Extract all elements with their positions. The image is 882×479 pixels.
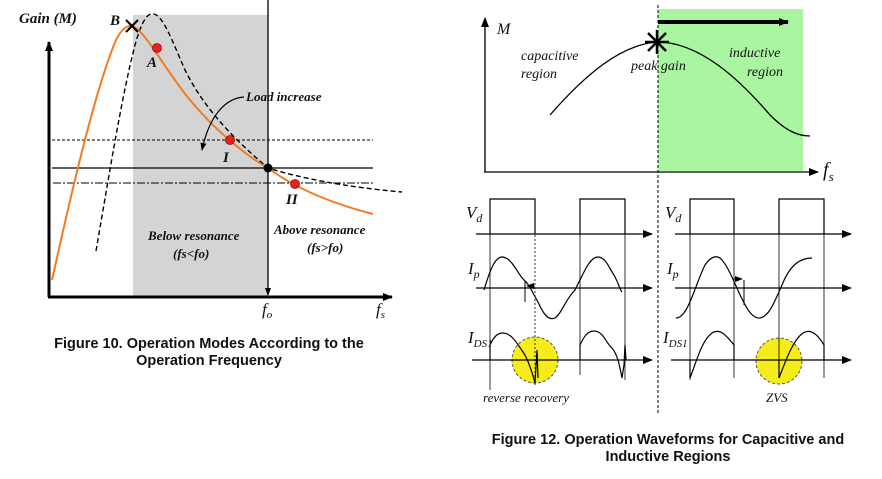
vd-waveform-left (489, 198, 626, 234)
capacitive-waveforms: Vd Ip IDS1 reverse recovery (466, 198, 653, 405)
below-resonance-shade (133, 15, 268, 297)
inductive-region-shade (658, 9, 803, 171)
figure-12-gain-plot: M fs capacitive region peak gain inducti… (481, 5, 834, 415)
capacitive-region-label-1: capacitive (521, 49, 579, 64)
gain-curve-light-load (95, 13, 403, 252)
load-increase-arrow (200, 96, 245, 151)
point-A-marker (152, 43, 162, 53)
figure-10-caption-line1: Figure 10. Operation Modes According to … (54, 336, 364, 352)
fs-axis-label-2: fs (823, 159, 834, 184)
above-resonance-label: Above resonance (273, 222, 366, 237)
ip-waveform-left (483, 256, 623, 320)
point-B-label: B (109, 13, 120, 29)
gain-curve (549, 41, 811, 137)
below-condition-label: (fs<fo) (173, 246, 209, 261)
point-B-marker (125, 19, 139, 33)
point-II-label: II (285, 192, 299, 208)
inductive-region-label-1: inductive (729, 46, 780, 61)
peak-gain-marker (645, 30, 669, 54)
ip-label-left: Ip (467, 259, 480, 281)
point-fo-marker (263, 163, 273, 173)
ids-waveform-left (489, 330, 627, 384)
vd-label-right: Vd (665, 203, 682, 225)
fs-axis-label: fs (376, 300, 385, 321)
zvs-label: ZVS (766, 390, 788, 405)
inductive-waveforms: Vd Ip IDS1 ZVS (662, 198, 852, 405)
figure-10-caption-line2: Operation Frequency (136, 353, 282, 369)
inductive-region-label-2: region (747, 65, 783, 80)
ip-label-right: Ip (666, 259, 679, 281)
ids-label-left: IDS1 (467, 328, 493, 350)
fo-axis-label: fo (262, 300, 273, 321)
below-resonance-label: Below resonance (147, 228, 240, 243)
reverse-recovery-label: reverse recovery (483, 390, 569, 405)
figure-12-caption-line1: Figure 12. Operation Waveforms for Capac… (491, 432, 845, 448)
point-A-label: A (146, 55, 157, 71)
ip-waveform-right (675, 256, 813, 319)
ids-label-right: IDS1 (662, 328, 688, 350)
figure-10: Gain (M) B A I II Load increase Below re… (19, 0, 403, 321)
vd-waveform-right (689, 198, 825, 234)
figure-10-caption: Figure 10. Operation Modes According to … (20, 336, 398, 370)
ids-waveform-right (689, 330, 825, 379)
figure-12-caption: Figure 12. Operation Waveforms for Capac… (462, 432, 874, 466)
point-I-label: I (222, 150, 230, 166)
capacitive-region-label-2: region (521, 67, 557, 82)
gain-curve-heavy-load (51, 24, 374, 281)
above-condition-label: (fs>fo) (307, 240, 343, 255)
peak-gain-label: peak gain (630, 59, 686, 74)
vd-label-left: Vd (466, 203, 483, 225)
m-axis-label: M (496, 21, 512, 38)
figure-12-caption-line2: Inductive Regions (605, 449, 731, 465)
point-I-marker (225, 135, 235, 145)
point-II-marker (290, 179, 300, 189)
gain-axis-label: Gain (M) (19, 11, 77, 27)
load-increase-label: Load increase (245, 89, 322, 104)
